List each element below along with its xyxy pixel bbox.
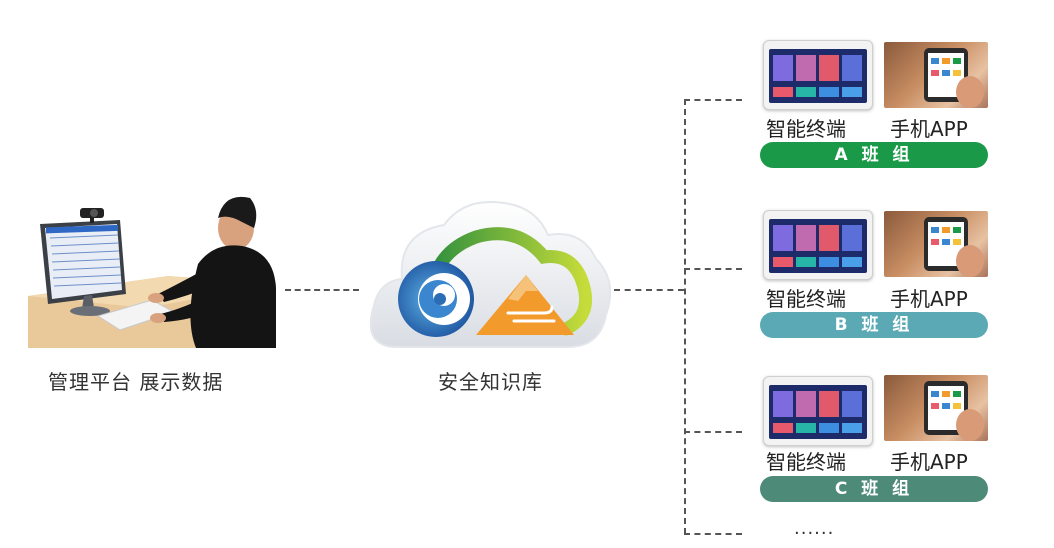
cloud-knowledge-base-icon bbox=[368, 195, 614, 355]
connector-branch-a bbox=[684, 99, 742, 101]
connector-center bbox=[614, 289, 684, 291]
connector-trunk bbox=[684, 99, 686, 534]
terminal-label-b: 智能终端 bbox=[766, 287, 846, 311]
smart-terminal-image bbox=[763, 210, 873, 280]
mobile-app-photo bbox=[884, 375, 988, 441]
app-label-a: 手机APP bbox=[890, 117, 968, 141]
admin-workstation-illustration bbox=[28, 188, 276, 348]
knowledge-base-label: 安全知识库 bbox=[438, 370, 543, 394]
app-label-b: 手机APP bbox=[890, 287, 968, 311]
connector-branch-more bbox=[684, 533, 742, 535]
smart-terminal-image bbox=[763, 376, 873, 446]
mobile-app-photo bbox=[884, 42, 988, 108]
more-groups-ellipsis: ...... bbox=[794, 518, 835, 539]
app-label-c: 手机APP bbox=[890, 450, 968, 474]
connector-branch-b bbox=[684, 268, 742, 270]
team-a-badge: A 班 组 bbox=[760, 142, 988, 168]
connector-branch-c bbox=[684, 431, 742, 433]
terminal-label-a: 智能终端 bbox=[766, 117, 846, 141]
admin-platform-label: 管理平台 展示数据 bbox=[48, 370, 224, 394]
mobile-app-photo bbox=[884, 211, 988, 277]
connector-left bbox=[285, 289, 359, 291]
team-c-badge: C 班 组 bbox=[760, 476, 988, 502]
smart-terminal-image bbox=[763, 40, 873, 110]
team-b-badge: B 班 组 bbox=[760, 312, 988, 338]
terminal-label-c: 智能终端 bbox=[766, 450, 846, 474]
